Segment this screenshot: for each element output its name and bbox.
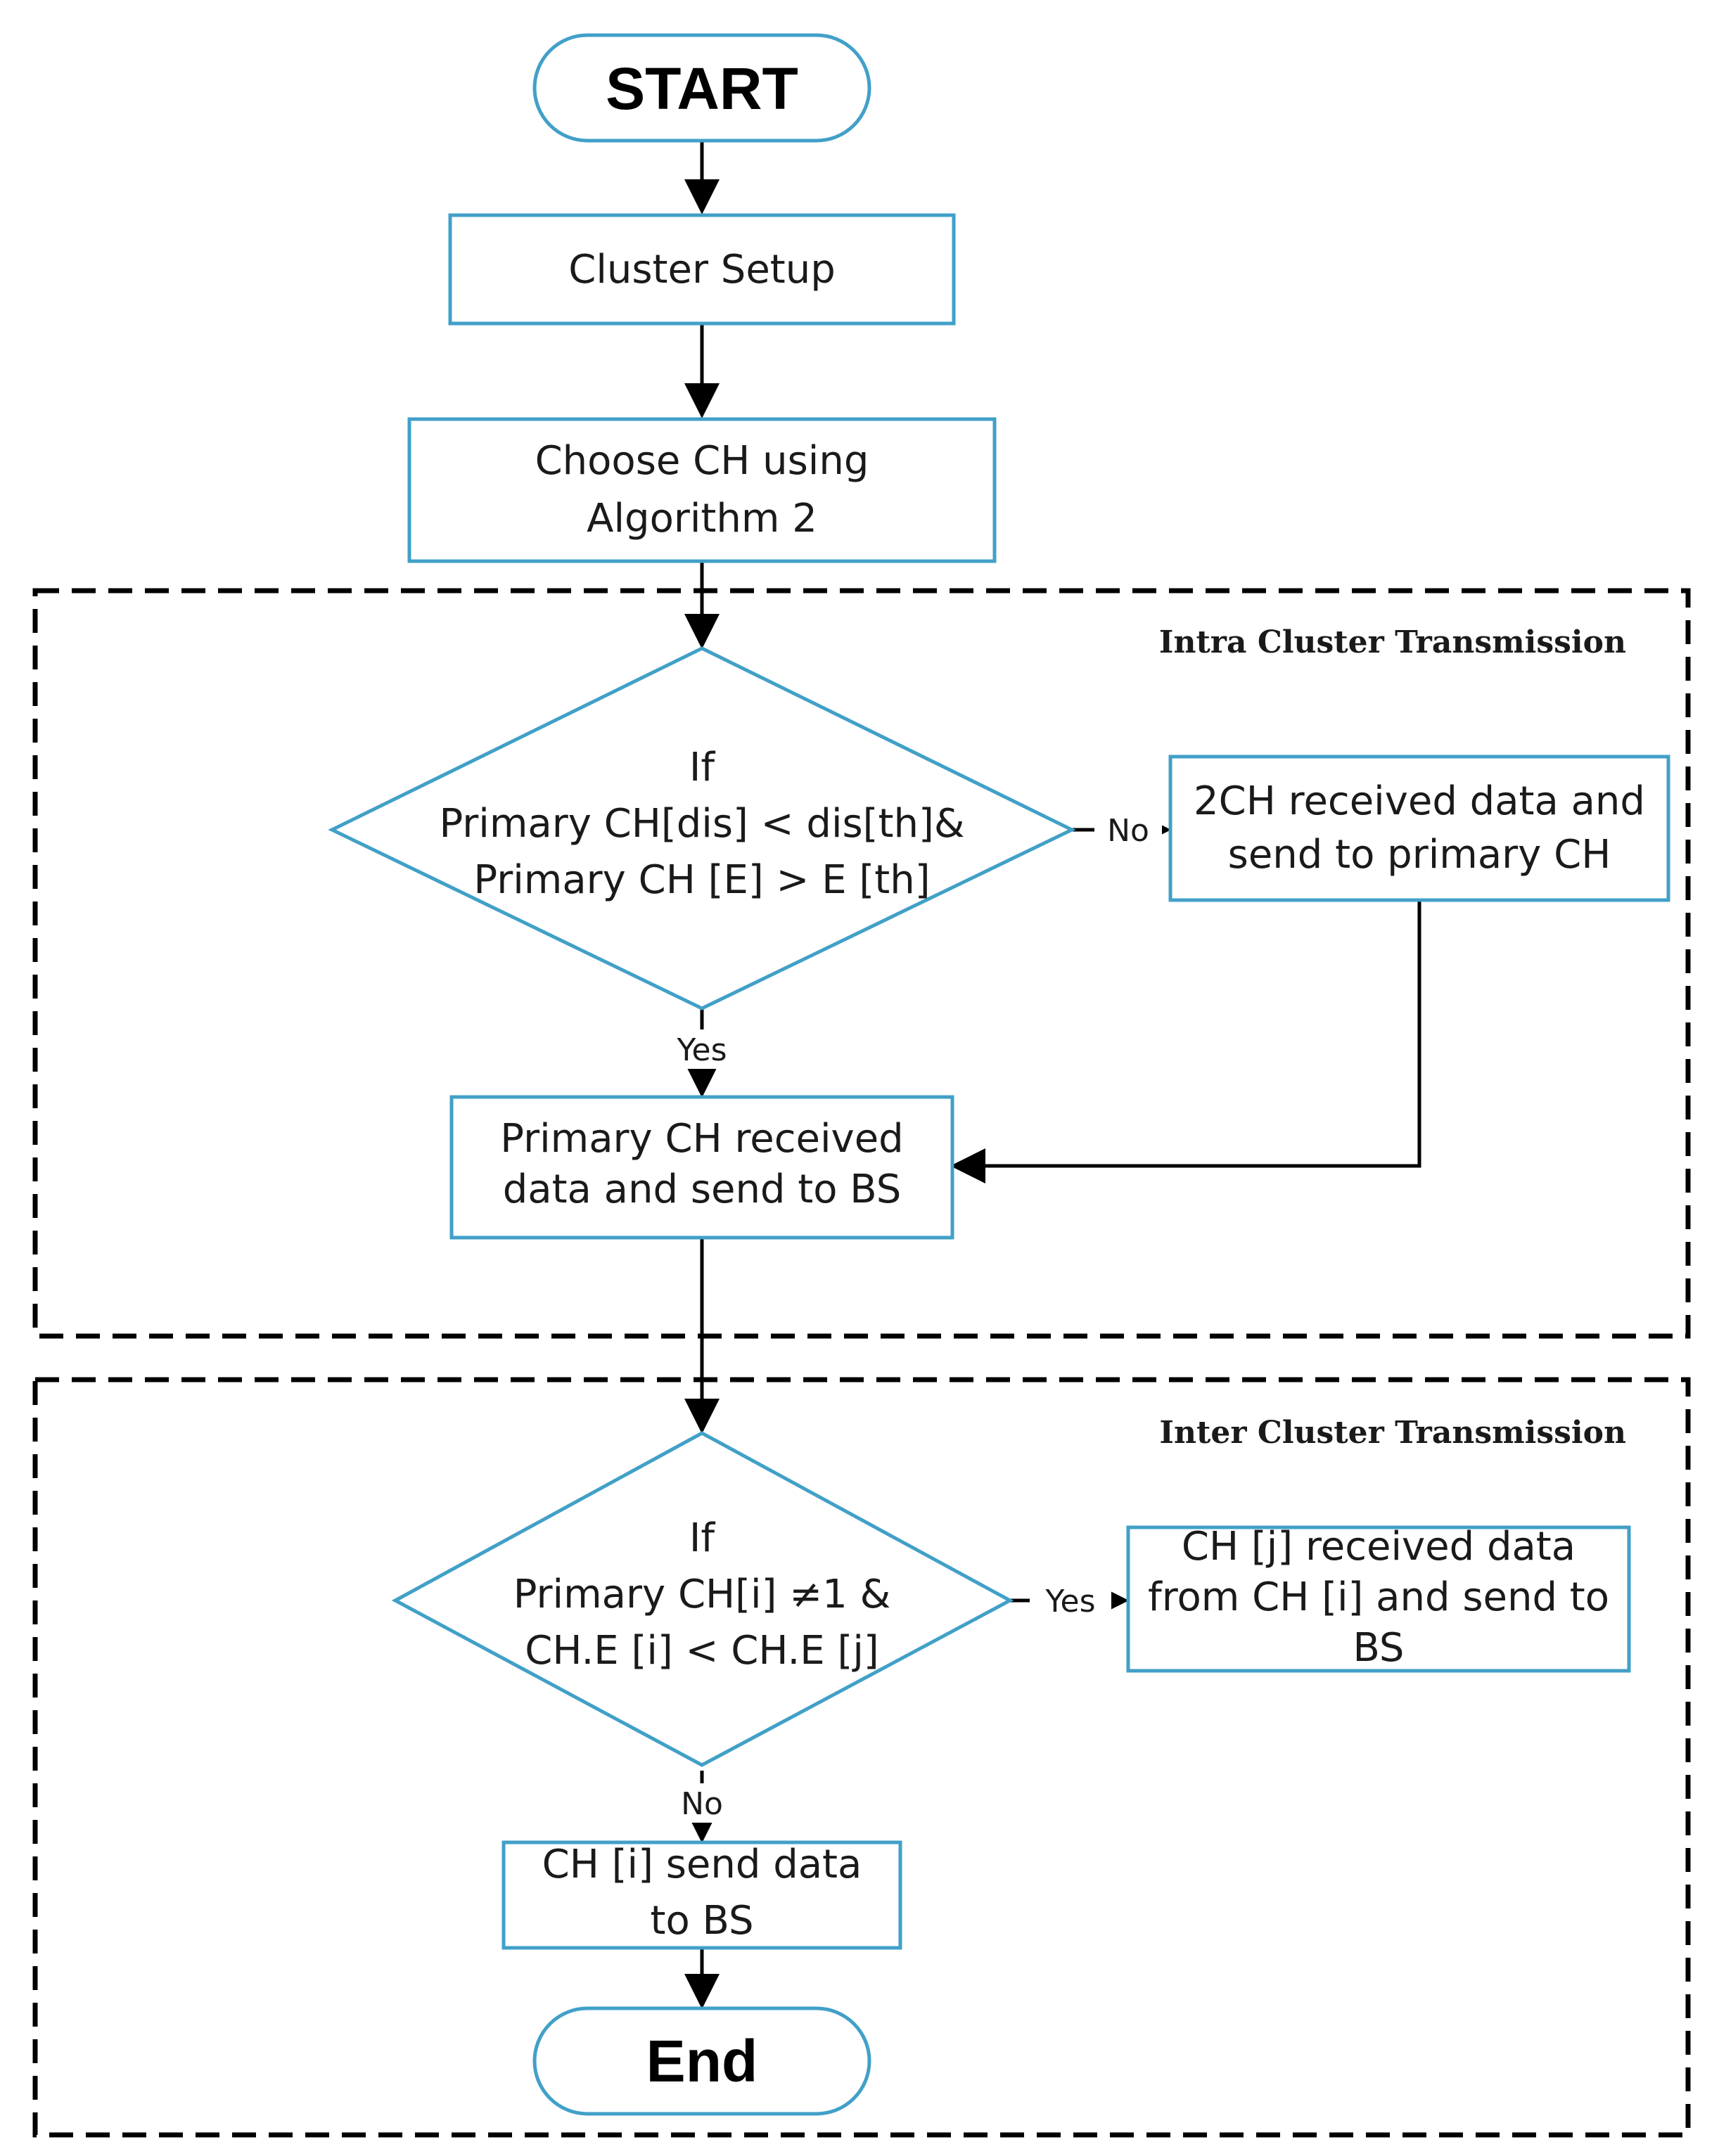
start-terminal bbox=[532, 33, 871, 143]
primary-ch-send-label: Primary CH received data and send to BS bbox=[500, 1116, 903, 1212]
edge-label-decision-1-yes: Yes bbox=[676, 1032, 727, 1068]
decision-1-diamond bbox=[328, 646, 1076, 1010]
inter-cluster-group-label: Inter Cluster Transmission bbox=[1159, 1415, 1626, 1451]
primary-ch-send-box bbox=[449, 1095, 954, 1240]
ch-j-receive-label-line-2: from CH [i] and send to bbox=[1148, 1574, 1609, 1620]
intra-cluster-group-label: Intra Cluster Transmission bbox=[1159, 624, 1626, 660]
cluster-setup-label-line-1: Cluster Setup bbox=[568, 247, 836, 293]
edge-secondary-ch-to-primary-ch bbox=[950, 900, 1421, 1183]
decision-2-label-line-1: If bbox=[689, 1515, 716, 1561]
ch-i-send-box bbox=[501, 1840, 902, 1950]
end-terminal-label-line-1: End bbox=[646, 2028, 758, 2094]
secondary-ch-label-line-2: send to primary CH bbox=[1228, 832, 1611, 878]
end-terminal bbox=[532, 2006, 871, 2116]
decision-1-label-line-3: Primary CH [E] > E [th] bbox=[473, 857, 930, 903]
ch-j-receive-box bbox=[1126, 1525, 1631, 1673]
cluster-setup-box bbox=[448, 213, 956, 326]
secondary-ch-box bbox=[1168, 755, 1670, 902]
edge-label-decision-1-no: No bbox=[1107, 813, 1149, 849]
secondary-ch-label-line-1: 2CH received data and bbox=[1194, 778, 1645, 824]
decision-2-label-line-2: Primary CH[i] ≠1 & bbox=[513, 1572, 890, 1617]
start-terminal-label: START bbox=[606, 56, 798, 122]
decision-2-label-line-3: CH.E [i] < CH.E [j] bbox=[525, 1628, 878, 1674]
start-terminal-label-line-1: START bbox=[606, 56, 798, 122]
secondary-ch-label: 2CH received data and send to primary CH bbox=[1194, 778, 1645, 878]
choose-ch-label-line-1: Choose CH using bbox=[535, 438, 869, 484]
choose-ch-box bbox=[407, 417, 997, 563]
decision-2-diamond bbox=[391, 1431, 1014, 1767]
inter-cluster-group bbox=[32, 1377, 1691, 2138]
edge-label-decision-2-yes: Yes bbox=[1044, 1584, 1095, 1619]
edge-label-decision-2-no: No bbox=[681, 1786, 723, 1822]
ch-j-receive-label-line-1: CH [j] received data bbox=[1182, 1524, 1576, 1570]
decision-1-label-line-1: If bbox=[689, 745, 716, 790]
end-terminal-label: End bbox=[646, 2028, 758, 2094]
cluster-setup-label: Cluster Setup bbox=[568, 247, 836, 293]
ch-i-send-label-line-1: CH [i] send data bbox=[542, 1842, 862, 1887]
choose-ch-label-line-2: Algorithm 2 bbox=[587, 496, 817, 541]
ch-j-receive-label-line-3: BS bbox=[1353, 1625, 1405, 1671]
intra-cluster-group bbox=[32, 588, 1691, 1339]
ch-i-send-label-line-2: to BS bbox=[651, 1898, 754, 1944]
decision-1-label-line-2: Primary CH[dis] < dis[th]& bbox=[439, 801, 964, 847]
primary-ch-send-label-line-1: Primary CH received bbox=[500, 1116, 903, 1162]
primary-ch-send-label-line-2: data and send to BS bbox=[503, 1167, 902, 1212]
ch-i-send-label: CH [i] send data to BS bbox=[542, 1842, 862, 1944]
